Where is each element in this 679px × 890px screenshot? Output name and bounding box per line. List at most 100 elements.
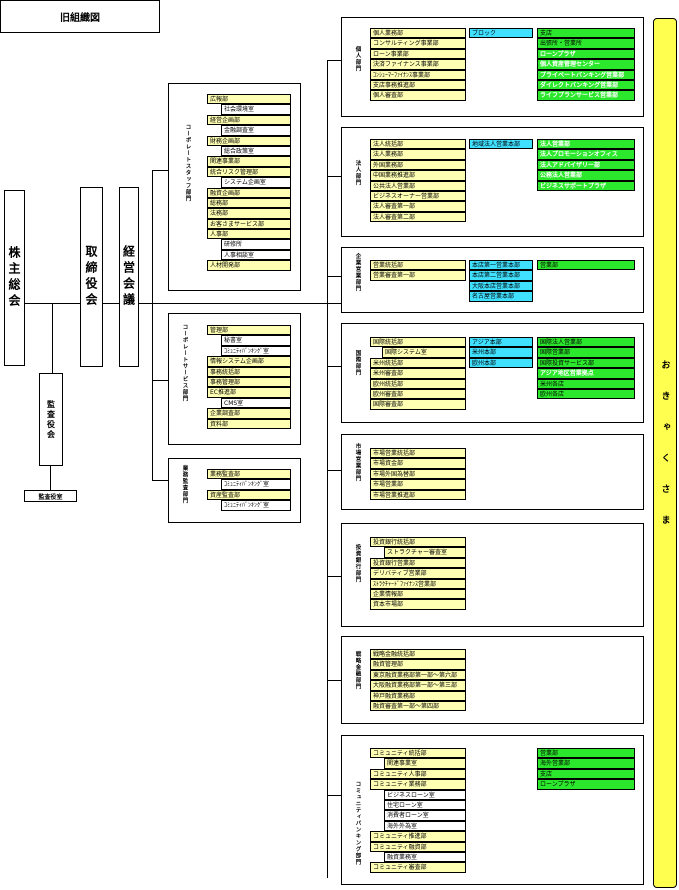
org-cell: 営業審査第一部 (370, 270, 466, 281)
community-channels: 営業部 海外営業部 支店 ローンプラザ (537, 748, 635, 790)
org-cell: 市場営業推進部 (370, 489, 466, 500)
org-cell: 人事相談室 (221, 249, 291, 261)
community-departments: コミュニティ統括部 関連事業室 コミュニティ人事部 コミュニティ業務部 ビジネス… (370, 748, 466, 873)
org-cell: 財務企画部 (207, 135, 291, 146)
org-cell: 投資銀行営業部 (370, 557, 466, 569)
connector (327, 680, 341, 681)
community-division: コミュニティバンキング部門 コミュニティ統括部 関連事業室 コミュニティ人事部 … (341, 735, 644, 885)
investment-departments: 投資銀行統括部 ストラクチャー審査室 投資銀行営業部 デリバティブ営業部 ｽﾄﾗ… (370, 537, 466, 610)
corporate-staff-list: 広報部 社会環境室 経営企画部 金融調査室 財務企画部 総合政策室 関連事業部 … (207, 94, 291, 271)
org-cell: ビジネスサポートプラザ (537, 180, 635, 191)
org-cell: 決済ファイナンス事業部 (370, 59, 466, 70)
org-cell: コミュニティ業務部 (370, 779, 466, 790)
shareholders-meeting: 株主総会 (4, 190, 25, 366)
connector (327, 60, 341, 61)
org-cell: 海外外為室 (384, 820, 466, 832)
org-cell: 市場営業統括部 (370, 448, 466, 459)
org-cell: 本店第二営業本部 (469, 270, 533, 281)
org-cell: ストラクチャー審査室 (384, 547, 466, 558)
org-cell: 欧州審査部 (370, 388, 466, 400)
connector (152, 170, 168, 171)
corporate-regions: 地域法人営業本部 (469, 139, 533, 150)
individual-departments: 個人業務部 コンサルティング事業部 ローン事業部 決済ファイナンス事業部 ｺﾝｼ… (370, 28, 466, 101)
connector (327, 276, 341, 277)
org-cell: 米州各店 (537, 378, 635, 389)
org-cell: 大阪本店営業本部 (469, 280, 533, 292)
strategic-finance-departments: 戦略金融統括部 融資管理部 東京融資業務部第一部〜第六部 大阪融資業務部第一部〜… (370, 649, 466, 712)
org-cell: コミュニティ審査部 (370, 862, 466, 873)
org-cell: 法人プロモーションオフィス (537, 149, 635, 160)
board-of-auditors: 監査役会 (39, 373, 63, 466)
international-channels: 国際法人営業部 国際営業部 国際投資サービス部 アジア地区営業拠点 米州各店 欧… (537, 337, 635, 400)
international-division: 国際部門 国際統括部 国際システム室 米州統括部 米州審査部 欧州統括部 欧州審… (341, 323, 644, 423)
org-cell: 欧州各店 (537, 388, 635, 400)
corporate-label: 法人部門 (354, 160, 361, 186)
market-label: 市場営業部門 (354, 443, 361, 482)
corporate-staff-label: コーポレートスタッフ部門 (184, 124, 191, 202)
enterprise-departments: 営業統括部 営業審査第一部 (370, 260, 466, 281)
org-cell: 支店事務推進部 (370, 79, 466, 91)
org-cell: EC推進部 (207, 387, 291, 398)
market-departments: 市場営業統括部 市場資金部 市場外国為替部 市場営業部 市場営業推進部 (370, 448, 466, 500)
org-cell: コミュニティ人事部 (370, 768, 466, 780)
org-cell: 事務管理部 (207, 376, 291, 388)
org-cell: 国際投資サービス部 (537, 357, 635, 369)
enterprise-division: 企業営業部門 営業統括部 営業審査第一部 本店第一営業本部 本店第二営業本部 大… (341, 247, 644, 313)
org-cell: アジア本部 (469, 337, 533, 348)
chart-title: 旧組織図 (0, 0, 160, 33)
international-departments: 国際統括部 国際システム室 米州統括部 米州審査部 欧州統括部 欧州審査部 国際… (370, 337, 466, 410)
org-cell: 欧州本部 (469, 357, 533, 369)
auditor-office-connector (50, 466, 51, 490)
org-cell: CMS室 (221, 397, 291, 409)
org-cell: 大阪融資業務部第一部〜第三部 (370, 680, 466, 691)
org-cell: 国際システム室 (382, 347, 466, 358)
org-cell: 米州本部 (469, 347, 533, 358)
org-cell: コンサルティング事業部 (370, 38, 466, 49)
corporate-staff-group: コーポレートスタッフ部門 広報部 社会環境室 経営企画部 金融調査室 財務企画部… (168, 83, 301, 291)
org-cell: ｺﾐｭﾆﾃｨﾊﾞﾝｷﾝｸﾞ室 (221, 479, 291, 490)
org-cell: 法人業務部 (370, 149, 466, 160)
auditor-connector (52, 303, 53, 373)
org-cell: 広報部 (207, 94, 291, 105)
connector (327, 795, 341, 796)
org-cell: 法人営業部 (537, 139, 635, 150)
community-label: コミュニティバンキング部門 (354, 781, 361, 866)
corporate-service-list: 管理部 秘書室 ｺﾐｭﾆﾃｨﾊﾞﾝｷﾝｸﾞ室 情報システム企画部 事務統括部 事… (207, 325, 291, 429)
investment-label: 投資銀行部門 (354, 544, 361, 583)
org-cell: 企業情報部 (370, 588, 466, 600)
market-division: 市場営業部門 市場営業統括部 市場資金部 市場外国為替部 市場営業部 市場営業推… (341, 434, 644, 510)
org-cell: ｺﾝｼｭｰﾏｰﾌｧｲﾅﾝｽ事業部 (370, 69, 466, 80)
org-cell: 東京融資業務部第一部〜第六部 (370, 669, 466, 681)
org-cell: 国際審査部 (370, 399, 466, 410)
org-cell: 戦略金融統括部 (370, 649, 466, 660)
org-cell: 資料部 (207, 418, 291, 429)
org-cell: 関連事業室 (384, 758, 466, 769)
main-connector (24, 303, 342, 304)
org-cell: ブロック (469, 28, 533, 39)
enterprise-label: 企業営業部門 (354, 253, 361, 292)
strategic-finance-label: 戦略金融部門 (354, 651, 361, 690)
org-cell: 秘書室 (221, 335, 291, 346)
org-cell: 融資業務室 (384, 851, 466, 863)
org-cell: 支店 (537, 768, 635, 780)
strategic-finance-division: 戦略金融部門 戦略金融統括部 融資管理部 東京融資業務部第一部〜第六部 大阪融資… (341, 636, 644, 724)
org-cell: 営業部 (537, 260, 635, 271)
org-cell: 研修所 (221, 239, 291, 250)
org-cell: ライフプランサービス営業部 (537, 90, 635, 101)
org-cell: プライベートバンキング営業部 (537, 69, 635, 80)
individual-channels: 支店 出張所・営業所 ローンプラザ 個人資産管理センター プライベートバンキング… (537, 28, 635, 101)
org-cell: 統合リスク管理部 (207, 166, 291, 178)
corporate-service-group: コーポレートサービス部門 管理部 秘書室 ｺﾐｭﾆﾃｨﾊﾞﾝｷﾝｸﾞ室 情報シス… (168, 313, 301, 445)
audit-list: 業務監査部 ｺﾐｭﾆﾃｨﾊﾞﾝｷﾝｸﾞ室 資産監査部 ｺﾐｭﾆﾃｨﾊﾞﾝｷﾝｸﾞ… (207, 469, 291, 511)
individual-label: 個人部門 (354, 46, 361, 72)
org-cell: 米州統括部 (370, 357, 466, 369)
org-cell: 融資企画部 (207, 187, 291, 198)
individual-blocks: ブロック (469, 28, 533, 39)
org-cell: 総務部 (207, 197, 291, 209)
org-cell: システム企画室 (221, 177, 291, 188)
connector (327, 576, 341, 577)
org-cell: 業務監査部 (207, 469, 291, 480)
org-cell: 融資審査第一部〜第四部 (370, 700, 466, 712)
org-cell: 個人業務部 (370, 28, 466, 39)
